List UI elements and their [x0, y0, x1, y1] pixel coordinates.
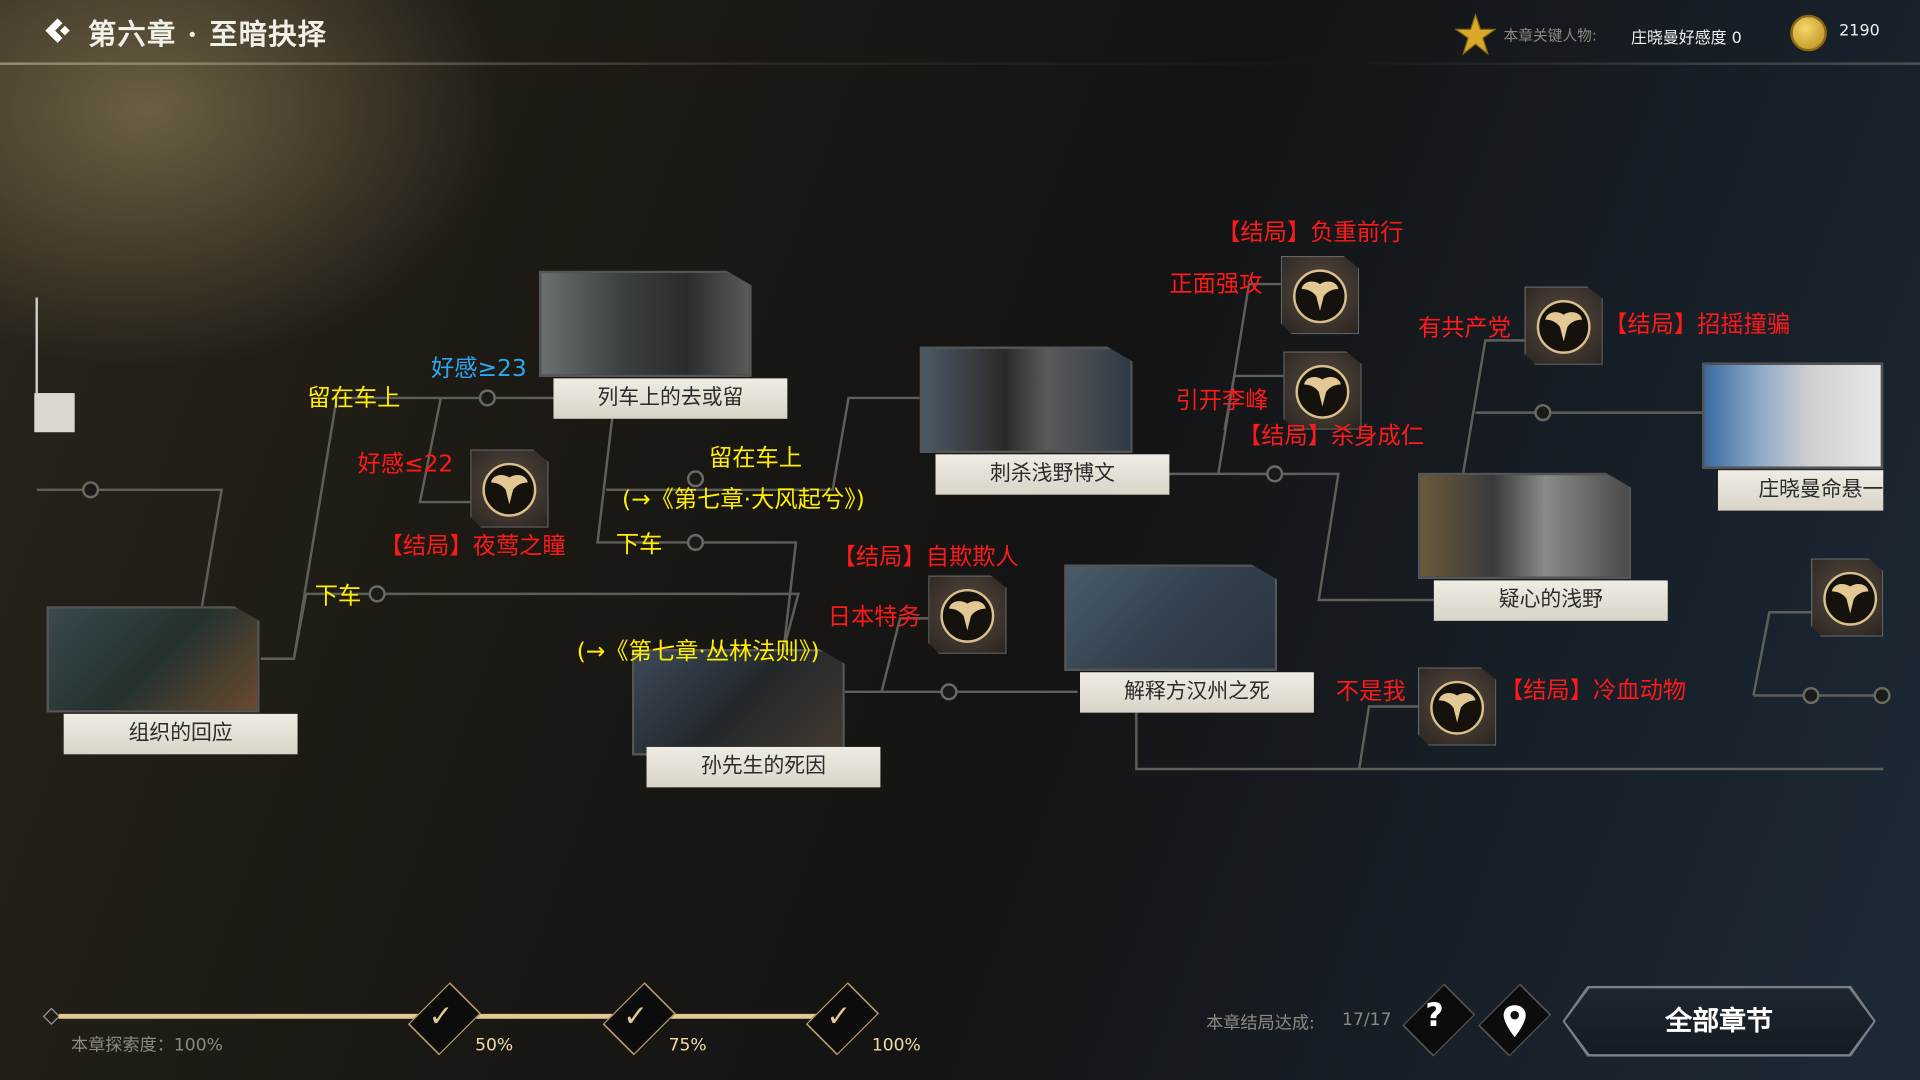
check-icon: ✓ — [428, 999, 454, 1034]
link-chapter7-wind: (→《第七章·大风起兮》) — [622, 486, 865, 514]
endings-value: 17/17 — [1342, 1010, 1392, 1030]
node-image-suspicious[interactable] — [1417, 472, 1632, 580]
endings-label: 本章结局达成: — [1206, 1013, 1315, 1034]
moth-emblem-icon — [1293, 269, 1347, 324]
question-icon: ? — [1425, 997, 1444, 1035]
node-image-fang[interactable] — [1064, 564, 1278, 672]
moth-emblem-icon — [1823, 571, 1878, 626]
moth-emblem-icon — [1295, 364, 1350, 419]
check-icon: ✓ — [826, 999, 852, 1034]
ending-nightingale-label: 【结局】夜莺之瞳 — [379, 532, 566, 560]
choice-not-me: 不是我 — [1335, 678, 1406, 706]
ending-icon-burden[interactable] — [1280, 255, 1360, 335]
choice-get-off: 下车 — [314, 582, 362, 610]
node-suspicious[interactable]: 疑心的浅野 — [1433, 580, 1668, 621]
node-zhuang[interactable]: 庄晓曼命悬一 — [1717, 470, 1884, 511]
star-icon — [1454, 13, 1497, 56]
moth-emblem-icon — [1430, 680, 1485, 735]
ending-coldblood-label: 【结局】冷血动物 — [1500, 677, 1687, 705]
ending-icon-swindle[interactable] — [1524, 286, 1603, 365]
scroll-track[interactable] — [35, 297, 38, 394]
exploration-label: 本章探索度：100% — [71, 1035, 223, 1056]
ending-icon-sacrifice[interactable] — [1283, 351, 1362, 430]
ending-sacrifice-label: 【结局】杀身成仁 — [1237, 422, 1425, 450]
choice-communist: 有共产党 — [1417, 314, 1512, 342]
node-image-zhuang[interactable] — [1702, 362, 1884, 469]
choice-japanese-agent: 日本特务 — [827, 603, 921, 631]
check-icon: ✓ — [623, 999, 648, 1034]
ending-selfdeceive-label: 【结局】自欺欺人 — [832, 543, 1019, 571]
node-assassinate[interactable]: 刺杀浅野博文 — [935, 454, 1170, 495]
ending-icon-offscreen[interactable] — [1811, 558, 1884, 637]
ending-icon-coldblood[interactable] — [1417, 667, 1497, 746]
location-pin-icon — [1503, 1005, 1526, 1038]
choice-lure-lifeng: 引开李峰 — [1175, 386, 1269, 414]
choice-get-off-2: 下车 — [615, 531, 663, 559]
condition-affection-low: 好感≤22 — [357, 450, 454, 478]
key-person-label: 本章关键人物: — [1503, 26, 1597, 45]
node-sun[interactable]: 孙先生的死因 — [646, 746, 881, 788]
node-fang[interactable]: 解释方汉州之死 — [1080, 672, 1314, 713]
choice-stay-on-train-2: 留在车上 — [708, 444, 803, 472]
milestone-50-label: 50% — [475, 1035, 514, 1056]
all-chapters-button[interactable]: 全部章节 — [1562, 985, 1876, 1057]
node-image-train[interactable] — [538, 270, 752, 378]
milestone-75-label: 75% — [668, 1035, 707, 1056]
moth-emblem-icon — [482, 462, 537, 517]
back-icon[interactable] — [40, 15, 72, 47]
chapter-title: 第六章 · 至暗抉择 — [88, 18, 327, 52]
ending-swindle-label: 【结局】招摇撞骗 — [1604, 311, 1791, 338]
moth-emblem-icon — [1536, 300, 1591, 354]
choice-frontal-assault: 正面强攻 — [1169, 270, 1263, 298]
node-image-assassinate[interactable] — [919, 346, 1133, 454]
ending-icon-selfdeceive[interactable] — [928, 575, 1007, 654]
moth-emblem-icon — [940, 588, 995, 643]
link-chapter7-jungle: (→《第七章·丛林法则》) — [576, 637, 820, 665]
all-chapters-label: 全部章节 — [1564, 988, 1874, 1055]
header-divider — [0, 62, 1920, 65]
condition-affection-high: 好感≥23 — [431, 355, 527, 383]
choice-stay-on-train: 留在车上 — [307, 384, 401, 412]
scroll-thumb[interactable] — [34, 393, 75, 433]
ending-burden-label: 【结局】负重前行 — [1217, 219, 1404, 247]
coin-icon — [1790, 14, 1827, 52]
node-train[interactable]: 列车上的去或留 — [553, 378, 788, 419]
milestone-100-label: 100% — [871, 1035, 921, 1056]
ending-icon-nightingale[interactable] — [470, 449, 549, 528]
key-person-value: 庄晓曼好感度 0 — [1631, 29, 1742, 48]
coin-count: 2190 — [1839, 22, 1880, 41]
node-org[interactable]: 组织的回应 — [63, 713, 298, 755]
node-image-org[interactable] — [46, 606, 260, 713]
